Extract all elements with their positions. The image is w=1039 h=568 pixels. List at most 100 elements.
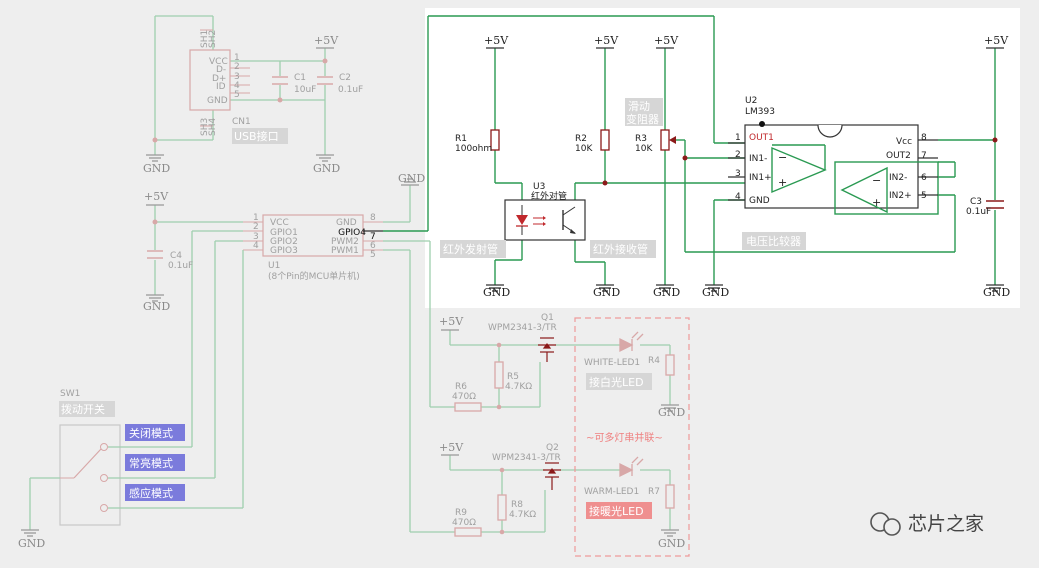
r1-value: 100ohm [455,144,492,154]
usb-pin-id: ID [216,82,226,92]
mcu-pin-vcc: VCC [270,218,289,228]
driver-wires [410,330,671,533]
switch-label: 拨动开关 [61,402,105,416]
sh3-label: SH3 [200,118,210,136]
ground-symbol [705,284,723,292]
c4-gnd-label: GND [143,300,170,313]
mcu-pin-pwm2: PWM2 [331,237,359,247]
mcu-num-4: 4 [253,241,259,251]
mcu-pin-gpio1: GPIO1 [270,228,298,238]
mcu-num-7: 7 [370,232,376,242]
mode-on-label: 常亮模式 [129,456,173,470]
r5-value: 4.7KΩ [505,382,532,392]
junctions [602,137,998,186]
ir-rx-gnd-label: GND [593,286,620,299]
c4-value: 0.1uF [168,261,193,271]
u2-pin-num-6: 6 [921,173,927,183]
ir-rx-label: 红外接收管 [593,242,648,256]
ground-symbol [661,529,679,537]
r3-value: 10K [635,144,653,154]
usb-pin-dplus: D+ [212,74,226,84]
sensor-wires [383,15,996,285]
u2-vcc-label: +5V [984,34,1009,47]
usb-num-5: 5 [234,90,240,100]
ground-symbol [656,284,674,292]
q2-part: WPM2341-3/TR [492,453,561,463]
r2-vcc-label: +5V [594,34,619,47]
r9-ref: R9 [455,508,467,518]
comparator-label: 电压比较器 [746,234,801,248]
r6-ref: R6 [455,382,467,392]
r5-ref: R5 [507,372,519,382]
svg-text:−: − [872,174,881,187]
mcu-wires [154,185,431,532]
r7-ref: R7 [648,487,660,497]
white-led-ref: WHITE-LED1 [584,358,640,368]
usb-gnd-label: GND [143,162,170,175]
mcu-pin-gpio2: GPIO2 [270,237,298,247]
r4-gnd-label: GND [658,406,685,419]
capacitor-c2 [317,76,333,85]
u2-pin-num-8: 8 [921,133,927,143]
u2-ref: U2 [745,96,757,106]
c3-gnd-label: GND [983,286,1010,299]
q1-vcc-label: +5V [439,315,464,328]
r3-name-line1: 滑动 [628,100,650,113]
r3-vcc-label: +5V [654,34,679,47]
mcu-pin-gnd: GND [336,218,357,228]
u2-part: LM393 [745,107,775,117]
u1-ref: U1 [268,261,280,271]
ground-symbol [21,529,39,537]
mcu-vcc-label: +5V [144,190,169,203]
white-led-label: 接白光LED [589,375,644,389]
r8-value: 4.7KΩ [509,510,536,520]
sh4-label: SH4 [208,118,218,136]
usb-num-4: 4 [234,81,240,91]
parallel-note: ~可多灯串并联~ [586,431,663,444]
usb-connector [189,29,250,127]
u2-pin-num-3: 3 [735,169,741,179]
q2-vcc-label: +5V [439,441,464,454]
mcu-num-8: 8 [370,213,376,223]
sh1-label: SH1 [200,30,210,48]
c1-ref: C1 [294,73,306,83]
mode-sense-label: 感应模式 [129,486,173,500]
mcu-num-3: 3 [253,232,259,242]
u2-pin-num-5: 5 [921,191,927,201]
switch-wires [29,446,243,530]
u2-pin-gnd: GND [749,196,770,206]
c2-gnd-label: GND [313,162,340,175]
u3-ref: U3 [533,182,545,192]
q1-ref: Q1 [541,313,554,323]
capacitor-c3 [986,200,1004,209]
u1-name: (8个Pin的MCU单片机) [268,270,360,282]
usb-num-1: 1 [234,53,240,63]
q1-part: WPM2341-3/TR [488,323,557,333]
comparator-u2 [728,121,939,215]
r4-ref: R4 [648,356,660,366]
mcu-pin-gpio4: GPIO4 [338,228,366,238]
ir-pair-u3 [504,199,586,241]
r3-name-line2: 变阻器 [626,112,659,126]
u2-pin-vcc: Vcc [896,137,912,147]
sw-gnd-label: GND [18,537,45,550]
mode-off-label: 关闭模式 [129,426,173,440]
c3-ref: C3 [970,197,982,207]
led-group-box [574,317,690,557]
q2-ref: Q2 [546,443,559,453]
mcu-pin-pwm1: PWM1 [331,246,359,256]
mosfet-q2 [543,462,561,490]
c4-ref: C4 [170,251,182,261]
ir-tx-gnd-label: GND [483,286,510,299]
u2-pin-num-1: 1 [735,133,741,143]
watermark: 芯片之家 [870,512,984,536]
c1-value: 10uF [294,85,316,95]
usb-num-3: 3 [234,72,240,82]
capacitor-c1 [272,76,288,85]
u2-pin-in2-neg: IN2- [889,173,907,183]
ground-symbol [661,404,679,412]
mcu-num-6: 6 [370,241,376,251]
resistor-r3 [660,129,670,151]
r2-ref: R2 [575,134,587,144]
